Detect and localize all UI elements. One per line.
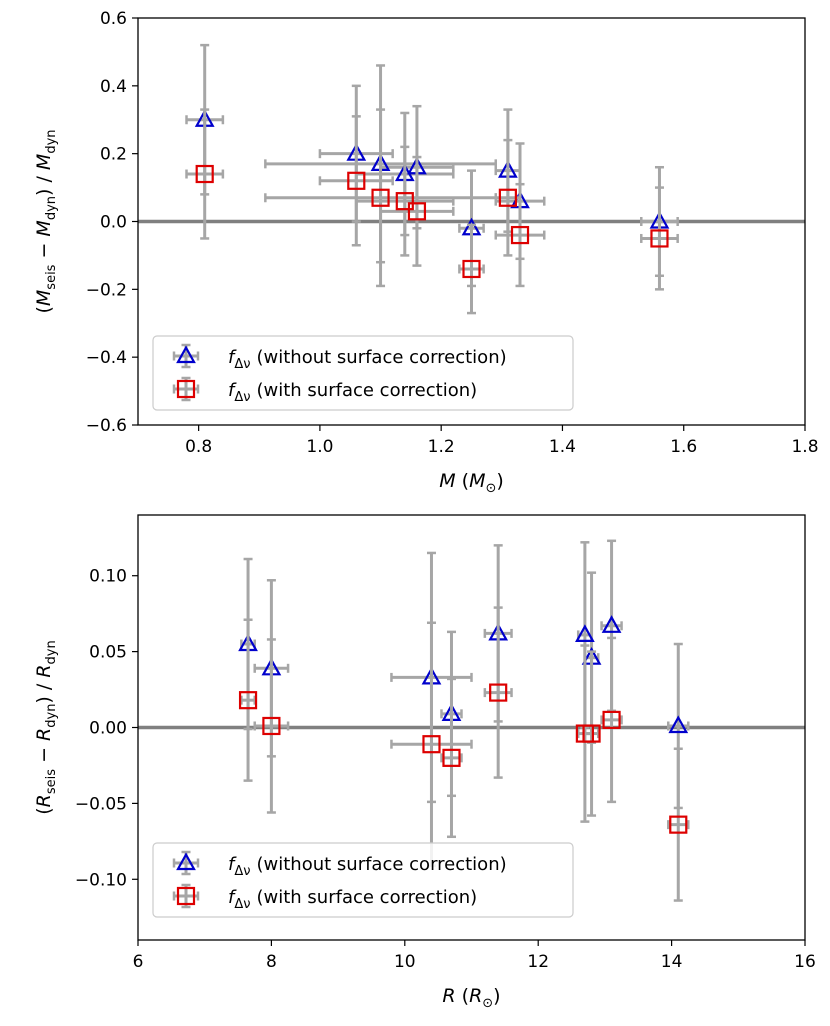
y-tick-label: 0.05 (89, 643, 127, 663)
data-point-square (669, 815, 688, 834)
legend-triangle-marker (176, 345, 196, 364)
y-tick-label: −0.6 (86, 416, 127, 436)
data-point-square (462, 259, 481, 279)
y-tick-label: −0.05 (75, 794, 127, 814)
series-with-correction (238, 606, 690, 902)
y-tick-label: 0.6 (100, 9, 127, 29)
x-tick-label: 6 (133, 952, 144, 972)
data-point-square (602, 710, 621, 730)
data-point-triangle (668, 715, 689, 734)
legend-triangle-marker (176, 852, 196, 871)
legend-box (152, 335, 574, 411)
x-tick-label: 1.4 (549, 437, 576, 457)
y-tick-label: 0.2 (100, 145, 127, 165)
data-point-square (498, 188, 517, 207)
data-point-square (510, 225, 530, 245)
mass-comparison-panel: 0.8 1.0 1.2 1.4 1.6 1.8 −0.6 −0.4 −0.2 0.0 0.2 0.4 0… (33, 9, 819, 496)
legend-square-marker (176, 886, 196, 906)
series-with-correction (185, 108, 679, 315)
x-axis-label: M (M⊙​) (439, 470, 504, 496)
legend-entry-label: fΔν(without surface correction) (228, 854, 507, 879)
legend-entry-label: fΔν(without surface correction) (228, 347, 507, 372)
series-without-correction (185, 43, 679, 288)
legend-square-marker (176, 379, 196, 399)
legend: fΔν(without surface correction) fΔν(with … (152, 335, 574, 411)
y-axis-label: (Rseis​ − Rdyn​) / Rdyn​ (33, 640, 59, 814)
legend-entry-label: fΔν(with surface correction) (228, 380, 477, 405)
data-point-square (407, 202, 427, 221)
data-point-triangle (575, 624, 595, 643)
data-point-square (195, 164, 214, 184)
x-tick-label: 16 (794, 952, 816, 972)
y-tick-label: −0.10 (75, 870, 127, 890)
data-point-square (395, 192, 414, 211)
x-tick-label: 8 (266, 952, 277, 972)
y-tick-label: 0.00 (89, 719, 127, 739)
radius-comparison-panel: 6 8 10 12 14 16 −0.10 −0.05 0.00 0.05 0.10 R (R⊙​) (… (33, 514, 816, 1011)
x-tick-label: 12 (527, 952, 549, 972)
data-point-square (238, 691, 258, 710)
legend-box (152, 842, 574, 918)
x-tick-label: 1.0 (306, 437, 333, 457)
y-tick-label: 0.10 (89, 567, 127, 587)
data-point-square (371, 188, 390, 207)
x-tick-label: 10 (394, 952, 416, 972)
y-tick-label: 0.4 (100, 77, 127, 97)
x-tick-label: 14 (661, 952, 683, 972)
y-tick-label: −0.4 (86, 348, 127, 368)
data-point-square (442, 748, 461, 767)
y-tick-label: −0.2 (86, 280, 127, 300)
data-point-square (262, 716, 281, 736)
y-tick-label: 0.0 (100, 213, 127, 233)
x-tick-label: 1.6 (670, 437, 697, 457)
legend: fΔν(without surface correction) fΔν(with … (152, 842, 574, 918)
y-axis-label: (Mseis​ − Mdyn​) / Mdyn​ (33, 129, 59, 313)
data-point-square (650, 229, 669, 248)
legend-entry-label: fΔν(with surface correction) (228, 887, 477, 912)
x-tick-label: 0.8 (185, 437, 212, 457)
x-tick-label: 1.8 (791, 437, 818, 457)
series-without-correction (238, 539, 690, 810)
data-point-triangle (601, 615, 622, 633)
x-axis-label: R (R⊙​) (442, 985, 500, 1011)
x-tick-label: 1.2 (428, 437, 455, 457)
data-point-square (347, 171, 366, 190)
data-point-square (489, 683, 508, 702)
data-point-square (582, 724, 601, 743)
data-point-square (422, 735, 441, 754)
